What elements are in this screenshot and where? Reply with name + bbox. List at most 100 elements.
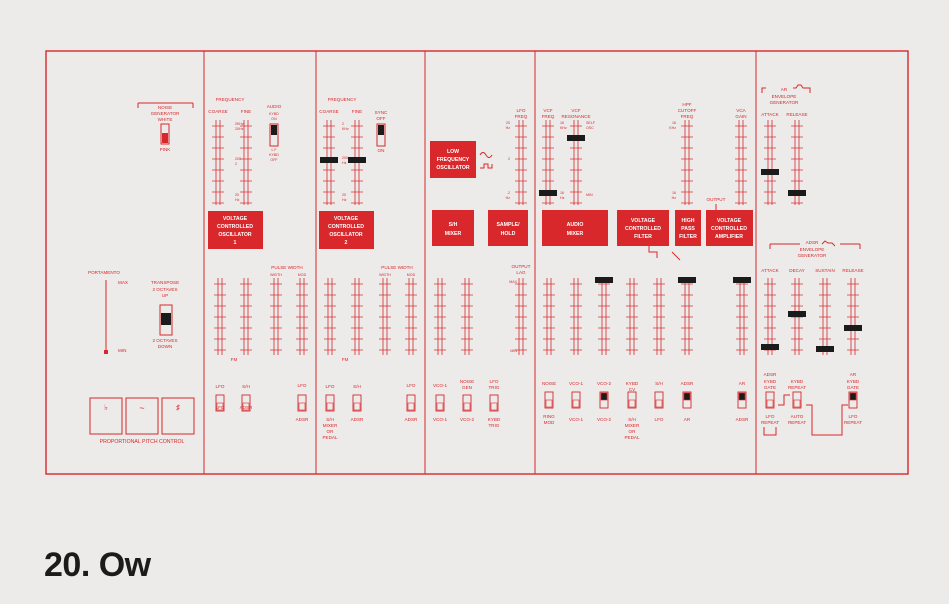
selector-switch[interactable] xyxy=(682,391,692,409)
selector-switch[interactable] xyxy=(571,391,581,409)
selector-switch[interactable] xyxy=(737,391,747,409)
slider[interactable] xyxy=(515,120,527,205)
slider[interactable] xyxy=(735,120,747,205)
switch-cap[interactable] xyxy=(572,399,580,408)
slider[interactable] xyxy=(240,278,252,355)
slider[interactable] xyxy=(543,278,555,355)
selector-switch[interactable] xyxy=(462,394,472,412)
slider-knob[interactable] xyxy=(595,277,613,283)
slider[interactable] xyxy=(844,278,862,355)
slider-knob[interactable] xyxy=(761,344,779,350)
slider[interactable] xyxy=(567,120,585,205)
slider[interactable] xyxy=(816,278,834,355)
selector-switch[interactable] xyxy=(627,391,637,409)
slider[interactable] xyxy=(788,278,806,355)
vco1-range-cap[interactable] xyxy=(271,125,277,135)
switch-cap[interactable] xyxy=(628,399,636,408)
slider[interactable] xyxy=(570,278,582,355)
switch-cap[interactable] xyxy=(600,392,608,401)
selector-switch[interactable] xyxy=(848,391,858,409)
selector-switch[interactable] xyxy=(489,394,499,412)
slider[interactable] xyxy=(351,278,363,355)
slider[interactable] xyxy=(595,277,613,355)
selector-switch[interactable] xyxy=(765,391,775,409)
slider-knob[interactable] xyxy=(539,190,557,196)
vco2-sync-switch[interactable] xyxy=(376,123,386,147)
selector-switch[interactable] xyxy=(297,394,307,412)
slider[interactable] xyxy=(678,277,696,355)
lfo-box-label: LOW xyxy=(447,149,459,155)
vco2-sync-cap[interactable] xyxy=(378,125,384,135)
selector-switch[interactable] xyxy=(241,394,251,412)
selector-switch[interactable] xyxy=(599,391,609,409)
switch-cap[interactable] xyxy=(242,402,250,411)
slider[interactable] xyxy=(788,120,806,205)
trig-kybd-rep-2: REPEAT xyxy=(788,385,806,390)
slider-knob[interactable] xyxy=(320,157,338,163)
selector-switch[interactable] xyxy=(352,394,362,412)
slider-knob[interactable] xyxy=(844,325,862,331)
switch-cap[interactable] xyxy=(545,399,553,408)
noise-switch-cap[interactable] xyxy=(162,133,168,143)
switch-cap[interactable] xyxy=(353,402,361,411)
switch-cap[interactable] xyxy=(793,399,801,408)
switch-cap[interactable] xyxy=(326,402,334,411)
slider[interactable] xyxy=(761,278,779,355)
switch-cap[interactable] xyxy=(738,392,746,401)
slider[interactable] xyxy=(240,120,252,205)
slider-knob[interactable] xyxy=(733,277,751,283)
slider-knob[interactable] xyxy=(678,277,696,283)
slider[interactable] xyxy=(761,120,779,205)
slider[interactable] xyxy=(434,278,446,355)
slider[interactable] xyxy=(214,278,226,355)
transpose-switch-cap[interactable] xyxy=(161,313,171,325)
slider-knob[interactable] xyxy=(788,311,806,317)
slider-knob[interactable] xyxy=(567,135,585,141)
slider[interactable] xyxy=(296,278,308,355)
slider[interactable] xyxy=(320,120,338,205)
slider[interactable] xyxy=(461,278,473,355)
slider[interactable] xyxy=(539,120,557,205)
pitch-sharp-pad[interactable] xyxy=(161,397,195,435)
portamento-knob[interactable] xyxy=(104,350,108,354)
slider[interactable] xyxy=(681,120,693,205)
slider-knob[interactable] xyxy=(348,157,366,163)
switch-cap[interactable] xyxy=(216,402,224,411)
slider-knob[interactable] xyxy=(816,346,834,352)
portamento-title: PORTAMENTO xyxy=(88,270,120,275)
slider[interactable] xyxy=(324,278,336,355)
vco1-range-switch[interactable] xyxy=(269,123,279,147)
selector-switch[interactable] xyxy=(654,391,664,409)
slider-knob[interactable] xyxy=(761,169,779,175)
switch-cap[interactable] xyxy=(849,392,857,401)
slider[interactable] xyxy=(733,277,751,355)
switch-cap[interactable] xyxy=(298,402,306,411)
slider[interactable] xyxy=(626,278,638,355)
slider[interactable] xyxy=(515,278,527,355)
selector-switch[interactable] xyxy=(325,394,335,412)
selector-switch[interactable] xyxy=(406,394,416,412)
switch-cap[interactable] xyxy=(490,402,498,411)
noise-switch[interactable] xyxy=(160,123,170,145)
switch-cap[interactable] xyxy=(766,399,774,408)
selector-switch[interactable] xyxy=(544,391,554,409)
slider-knob[interactable] xyxy=(788,190,806,196)
selector-switch[interactable] xyxy=(435,394,445,412)
switch-cap[interactable] xyxy=(436,402,444,411)
switch-cap[interactable] xyxy=(683,392,691,401)
switch-cap[interactable] xyxy=(655,399,663,408)
pitch-wave-pad[interactable] xyxy=(125,397,159,435)
selector-switch[interactable] xyxy=(215,394,225,412)
switch-cap[interactable] xyxy=(407,402,415,411)
pitch-flat-pad[interactable] xyxy=(89,397,123,435)
slider[interactable] xyxy=(379,278,391,355)
switch-cap[interactable] xyxy=(463,402,471,411)
slider[interactable] xyxy=(653,278,665,355)
slider[interactable] xyxy=(270,278,282,355)
slider[interactable] xyxy=(405,278,417,355)
selector-switch[interactable] xyxy=(792,391,802,409)
mixer-section: VCF FREQ VCF RESONANCE 16 KHz 16 Hz SELF… xyxy=(542,102,701,440)
transpose-switch[interactable] xyxy=(159,304,173,336)
slider[interactable] xyxy=(212,120,224,205)
slider[interactable] xyxy=(348,120,366,205)
